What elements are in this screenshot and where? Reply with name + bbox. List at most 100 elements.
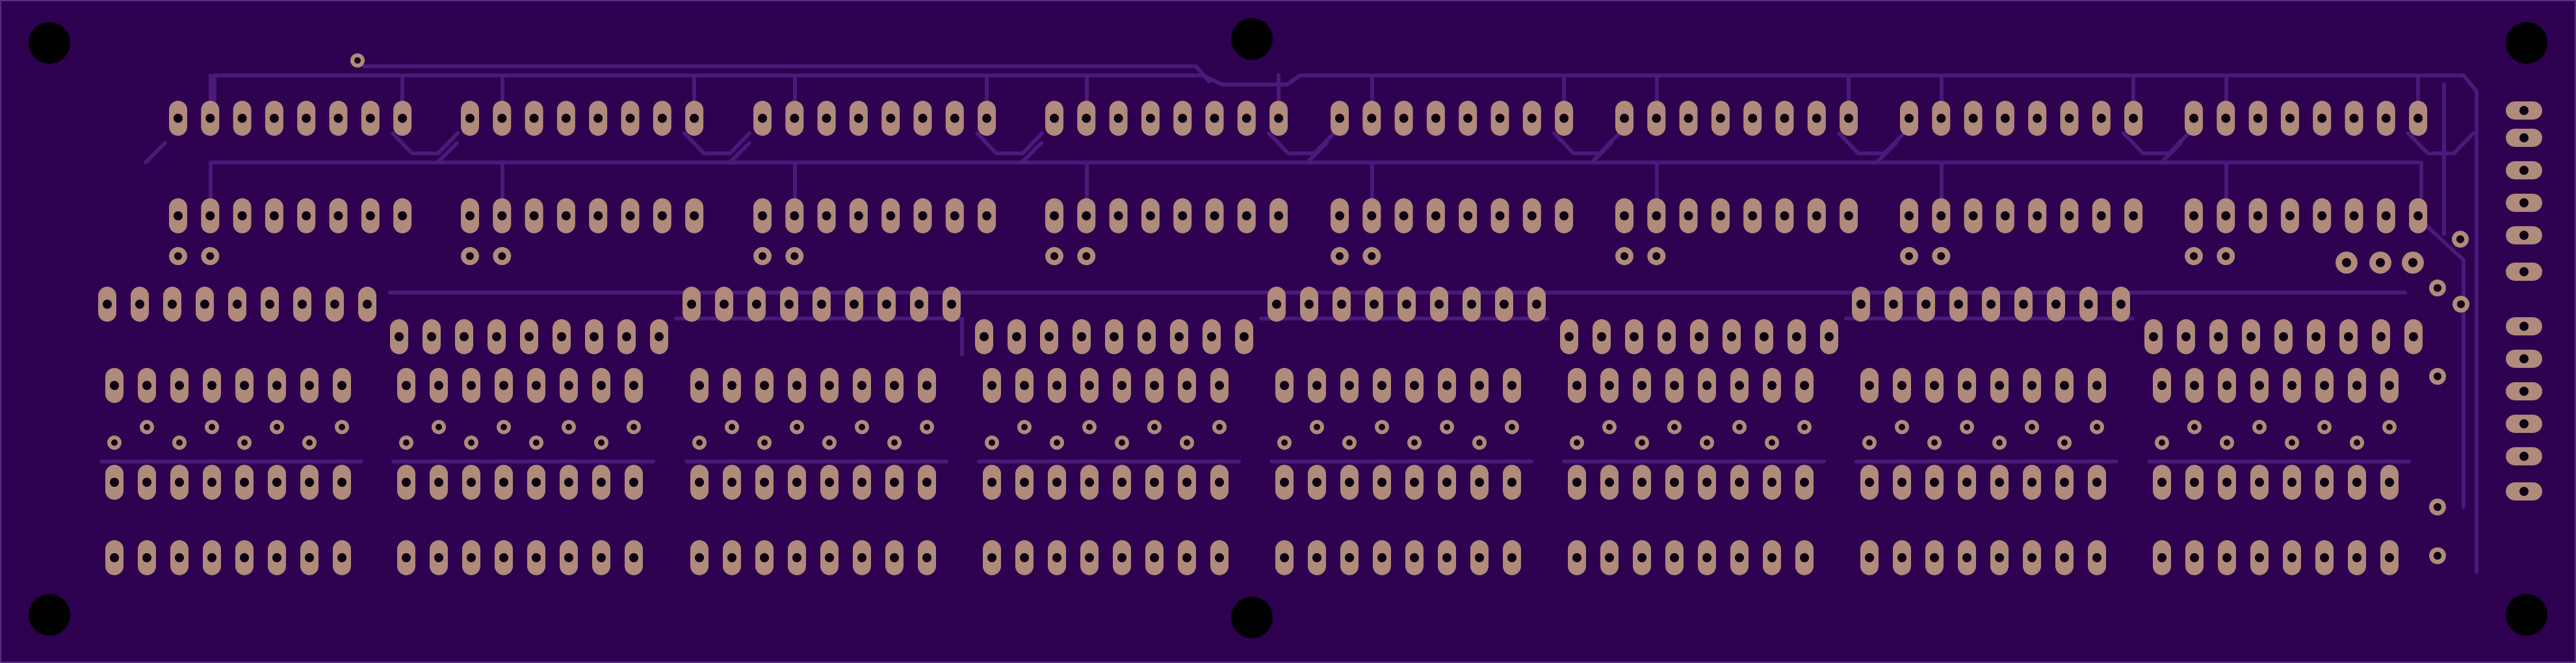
round-pad bbox=[1147, 420, 1162, 434]
pad-drill bbox=[274, 424, 280, 430]
pad-drill bbox=[176, 439, 183, 446]
round-pad bbox=[464, 436, 478, 450]
oval-pad bbox=[2088, 465, 2106, 500]
pad-drill bbox=[1150, 381, 1159, 390]
oval-pad bbox=[1711, 101, 1730, 136]
pad-drill bbox=[2064, 211, 2074, 220]
pad-drill bbox=[402, 478, 411, 487]
pad-drill bbox=[2060, 381, 2069, 390]
pad-drill bbox=[2285, 114, 2295, 123]
pad-drill bbox=[2060, 478, 2069, 487]
oval-pad bbox=[2283, 540, 2301, 575]
pad-drill bbox=[1899, 424, 1905, 430]
pad-drill bbox=[1767, 553, 1776, 562]
pad-drill bbox=[1964, 424, 1970, 430]
pad-drill bbox=[1620, 211, 1629, 220]
pad-drill bbox=[492, 332, 501, 341]
oval-pad bbox=[755, 465, 774, 500]
round-pad bbox=[1700, 436, 1714, 450]
oval-pad bbox=[788, 368, 806, 403]
pad-drill bbox=[720, 300, 729, 309]
oval-pad-horizontal bbox=[2506, 447, 2542, 465]
pad-drill bbox=[269, 114, 279, 123]
oval-pad bbox=[755, 540, 774, 575]
pad-drill bbox=[1670, 381, 1679, 390]
oval-pad bbox=[2023, 368, 2041, 403]
pad-drill bbox=[1145, 211, 1155, 220]
oval-pad bbox=[495, 465, 513, 500]
pad-drill bbox=[1865, 478, 1874, 487]
oval-pad bbox=[1275, 368, 1294, 403]
oval-pad bbox=[881, 101, 900, 136]
oval-pad bbox=[1340, 465, 1359, 500]
oval-pad bbox=[1426, 198, 1445, 233]
pad-drill bbox=[1792, 332, 1801, 341]
oval-pad bbox=[1145, 465, 1164, 500]
pad-drill bbox=[1897, 478, 1906, 487]
pad-drill bbox=[240, 478, 249, 487]
pad-drill bbox=[629, 553, 638, 562]
pad-drill bbox=[174, 252, 182, 260]
oval-pad bbox=[2380, 368, 2399, 403]
pad-drill bbox=[1865, 553, 1874, 562]
round-pad bbox=[2382, 420, 2397, 434]
mounting-hole bbox=[1231, 597, 1273, 638]
oval-pad bbox=[1308, 465, 1326, 500]
pad-drill bbox=[2376, 332, 2386, 341]
oval-pad bbox=[1113, 368, 1131, 403]
pad-drill bbox=[1801, 424, 1808, 430]
oval-pad bbox=[203, 540, 221, 575]
pad-drill bbox=[499, 553, 508, 562]
pad-drill bbox=[427, 332, 436, 341]
oval-pad bbox=[820, 465, 839, 500]
oval-pad bbox=[780, 287, 798, 322]
oval-pad bbox=[393, 198, 412, 233]
round-pad bbox=[1115, 436, 1129, 450]
pad-drill bbox=[1921, 300, 1931, 309]
pad-drill bbox=[1215, 553, 1224, 562]
oval-pad bbox=[2088, 540, 2106, 575]
oval-pad bbox=[1340, 368, 1359, 403]
oval-pad-horizontal bbox=[2506, 161, 2542, 179]
pad-drill bbox=[1399, 211, 1409, 220]
pad-drill bbox=[207, 553, 216, 562]
pad-drill bbox=[532, 553, 541, 562]
oval-pad bbox=[1470, 465, 1489, 500]
oval-pad bbox=[2217, 198, 2235, 233]
pad-drill bbox=[1702, 553, 1711, 562]
round-pad bbox=[985, 436, 999, 450]
oval-pad bbox=[2218, 368, 2236, 403]
round-pad bbox=[497, 420, 511, 434]
pad-drill bbox=[468, 439, 475, 446]
round-pad bbox=[785, 247, 804, 265]
oval-pad bbox=[1141, 198, 1160, 233]
oval-pad bbox=[592, 465, 610, 500]
pad-drill bbox=[2519, 106, 2529, 115]
oval-pad bbox=[1015, 465, 1034, 500]
pad-drill bbox=[2027, 381, 2036, 390]
round-pad bbox=[1667, 420, 1682, 434]
oval-pad bbox=[333, 368, 351, 403]
oval-pad bbox=[1555, 101, 1574, 136]
pad-drill bbox=[2320, 553, 2329, 562]
pad-drill bbox=[1704, 439, 1710, 446]
oval-pad bbox=[1723, 319, 1741, 354]
oval-pad bbox=[1077, 101, 1096, 136]
mounting-holes bbox=[29, 18, 2547, 638]
pad-drill bbox=[629, 478, 638, 487]
oval-pad bbox=[2339, 319, 2358, 354]
oval-pad bbox=[105, 368, 124, 403]
pad-drill bbox=[465, 114, 475, 123]
pad-drill bbox=[1767, 381, 1776, 390]
oval-pad-horizontal bbox=[2506, 350, 2542, 368]
oval-pad bbox=[1015, 368, 1034, 403]
oval-pad bbox=[813, 287, 831, 322]
pad-drill bbox=[1780, 114, 1789, 123]
pad-drill bbox=[1082, 114, 1091, 123]
round-pad bbox=[2187, 420, 2202, 434]
oval-pad bbox=[2185, 540, 2204, 575]
pad-drill bbox=[237, 114, 247, 123]
round-pad bbox=[1342, 436, 1357, 450]
pad-drill bbox=[1670, 553, 1679, 562]
pad-drill bbox=[2352, 553, 2361, 562]
